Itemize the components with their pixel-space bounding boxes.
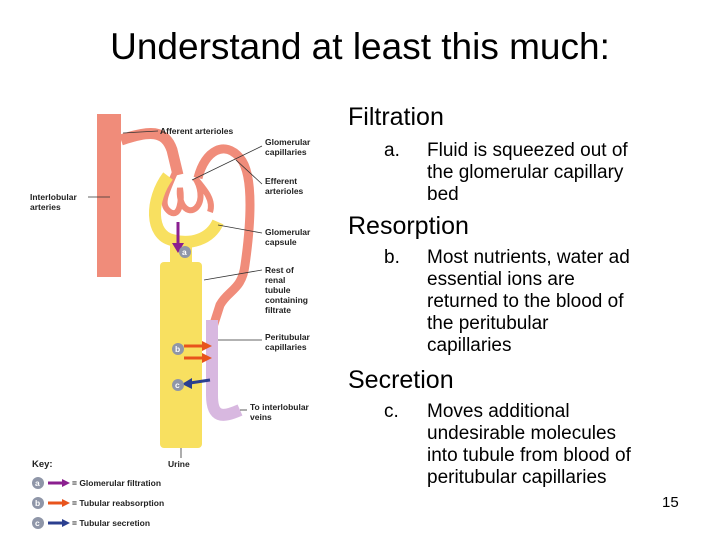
page-number: 15 (662, 494, 679, 511)
svg-text:capillaries: capillaries (265, 342, 307, 352)
svg-text:= Tubular reabsorption: = Tubular reabsorption (72, 498, 164, 508)
svg-text:tubule: tubule (265, 285, 291, 295)
svg-text:a: a (35, 478, 40, 488)
marker-c: c (172, 379, 184, 391)
svg-text:Peritubular: Peritubular (265, 332, 311, 342)
svg-text:Glomerular: Glomerular (265, 137, 311, 147)
nephron-diagram: a b c Afferent arterioles Glomerular cap… (30, 114, 311, 529)
key-item-c: c = Tubular secretion (32, 517, 150, 529)
interlobular-artery (97, 114, 121, 277)
renal-tubule (160, 262, 202, 448)
marker-a: a (179, 246, 191, 258)
heading-secretion: Secretion (348, 366, 454, 394)
svg-text:filtrate: filtrate (265, 305, 291, 315)
peritubular-capillaries (206, 320, 243, 421)
svg-text:arterioles: arterioles (265, 186, 304, 196)
slide-title: Understand at least this much: (110, 26, 610, 67)
svg-text:= Tubular secretion: = Tubular secretion (72, 518, 150, 528)
marker-b: b (172, 343, 184, 355)
svg-text:Efferent: Efferent (265, 176, 297, 186)
svg-text:a: a (182, 247, 187, 257)
svg-text:arteries: arteries (30, 202, 61, 212)
item-letter-b: b. (384, 247, 400, 268)
glomerular-capillaries (161, 168, 214, 217)
svg-text:c: c (175, 380, 180, 390)
svg-text:Glomerular: Glomerular (265, 227, 311, 237)
svg-text:b: b (175, 344, 180, 354)
heading-resorption: Resorption (348, 212, 469, 240)
svg-text:veins: veins (250, 412, 272, 422)
key-item-b: b = Tubular reabsorption (32, 497, 164, 509)
secretion-description: c.Moves additional undesirable molecules… (384, 401, 631, 488)
filtration-description: a.Fluid is squeezed out of the glomerula… (384, 140, 628, 205)
svg-text:Key:: Key: (32, 459, 53, 470)
key: Key: a = Glomerular filtration b = Tubul… (32, 459, 164, 529)
svg-text:capillaries: capillaries (265, 147, 307, 157)
afferent-arteriole (119, 127, 184, 177)
leader-lines (88, 130, 263, 458)
svg-text:containing: containing (265, 295, 308, 305)
efferent-arteriole (193, 144, 255, 332)
svg-text:c: c (35, 518, 40, 528)
svg-text:Rest of: Rest of (265, 265, 294, 275)
glomerular-capsule (149, 172, 224, 248)
svg-text:renal: renal (265, 275, 285, 285)
item-letter-a: a. (384, 140, 400, 161)
svg-text:= Glomerular filtration: = Glomerular filtration (72, 478, 161, 488)
svg-text:Interlobular: Interlobular (30, 192, 77, 202)
item-letter-c: c. (384, 401, 399, 422)
resorption-description: b.Most nutrients, water ad essential ion… (384, 247, 630, 356)
svg-text:Afferent arterioles: Afferent arterioles (160, 126, 233, 136)
svg-text:To interlobular: To interlobular (250, 402, 310, 412)
svg-text:capsule: capsule (265, 237, 297, 247)
heading-filtration: Filtration (348, 103, 444, 131)
svg-text:Urine: Urine (168, 459, 190, 469)
key-item-a: a = Glomerular filtration (32, 477, 161, 489)
svg-text:b: b (35, 498, 40, 508)
